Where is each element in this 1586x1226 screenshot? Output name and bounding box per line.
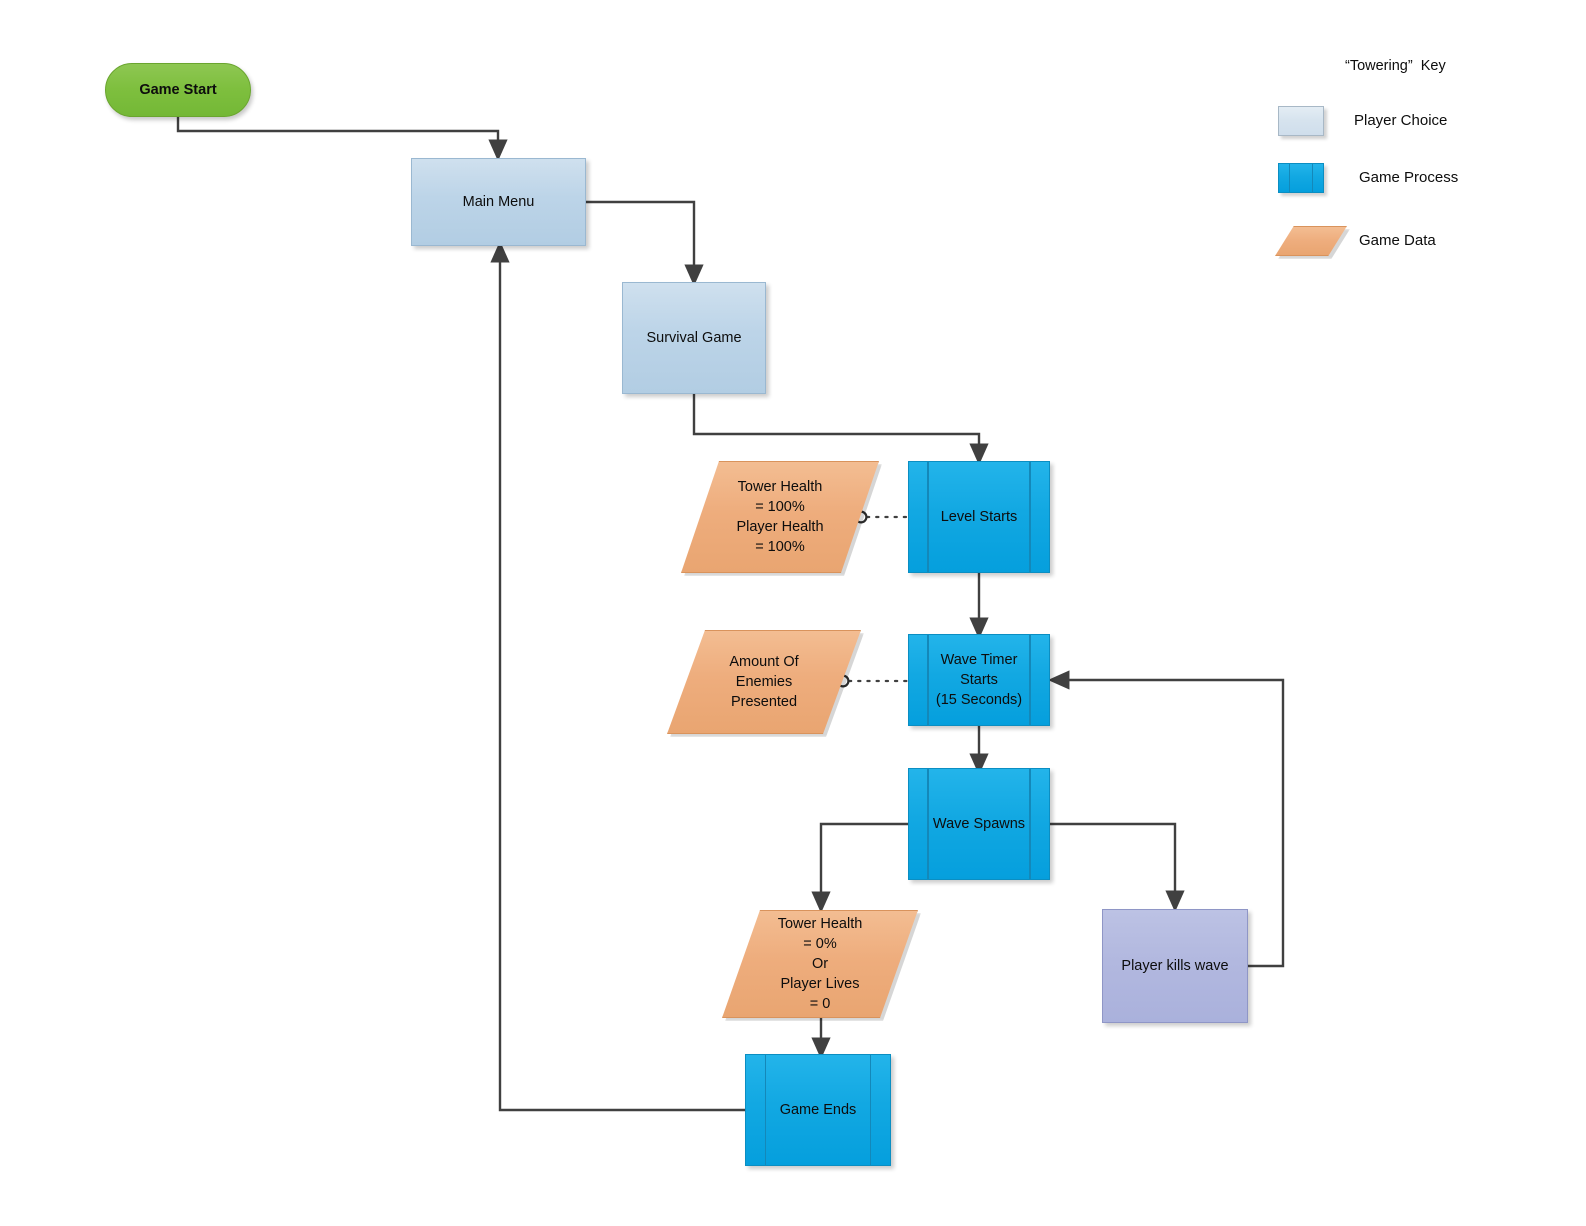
node-tower-health-full[interactable]: Tower Health = 100% Player Health = 100%	[681, 461, 879, 573]
node-wave-timer-label: Wave Timer Starts (15 Seconds)	[935, 652, 1023, 708]
edge-main-menu-to-survival-game	[586, 200, 704, 287]
node-enemy-amount-label: Amount Of Enemies Presented	[729, 654, 799, 710]
legend-label-game-process: Game Process	[1359, 169, 1459, 186]
parallelogram-shape	[1275, 226, 1347, 256]
edge-wave-spawns-to-player-kills	[1050, 822, 1185, 913]
node-main-menu-label: Main Menu	[462, 194, 535, 210]
node-tower-health-full-label: Tower Health = 100% Player Health = 100%	[736, 479, 824, 555]
node-game-ends[interactable]: Game Ends	[745, 1054, 891, 1166]
node-level-starts[interactable]: Level Starts	[908, 461, 1050, 573]
node-game-ends-label: Game Ends	[779, 1102, 857, 1118]
node-main-menu[interactable]: Main Menu	[411, 158, 586, 246]
node-wave-timer[interactable]: Wave Timer Starts (15 Seconds)	[908, 634, 1050, 726]
node-survival-game[interactable]: Survival Game	[622, 282, 766, 394]
node-player-kills-wave[interactable]: Player kills wave	[1102, 909, 1248, 1023]
node-tower-health-zero[interactable]: Tower Health = 0% Or Player Lives = 0	[722, 910, 918, 1018]
legend-label-player-choice: Player Choice	[1354, 112, 1448, 129]
legend-swatch-game-process	[1278, 163, 1324, 193]
legend-swatch-player-choice	[1278, 106, 1324, 136]
node-player-kills-wave-label: Player kills wave	[1121, 958, 1229, 974]
legend-label-game-data: Game Data	[1359, 232, 1436, 249]
node-tower-health-zero-label: Tower Health = 0% Or Player Lives = 0	[777, 916, 863, 1012]
legend-title: “Towering” Key	[1345, 58, 1446, 74]
node-game-start-label: Game Start	[139, 82, 217, 98]
node-game-start[interactable]: Game Start	[105, 63, 251, 117]
node-survival-game-label: Survival Game	[646, 330, 742, 346]
node-wave-spawns[interactable]: Wave Spawns	[908, 768, 1050, 880]
edge-game-start-to-main-menu	[176, 117, 508, 162]
node-enemy-amount[interactable]: Amount Of Enemies Presented	[667, 630, 861, 734]
edge-survival-game-to-level-starts	[692, 394, 989, 466]
edge-wave-spawns-to-tower-health-zero	[811, 822, 908, 914]
legend-swatch-game-data	[1275, 226, 1350, 259]
node-level-starts-label: Level Starts	[940, 509, 1018, 525]
node-wave-spawns-label: Wave Spawns	[932, 816, 1026, 832]
